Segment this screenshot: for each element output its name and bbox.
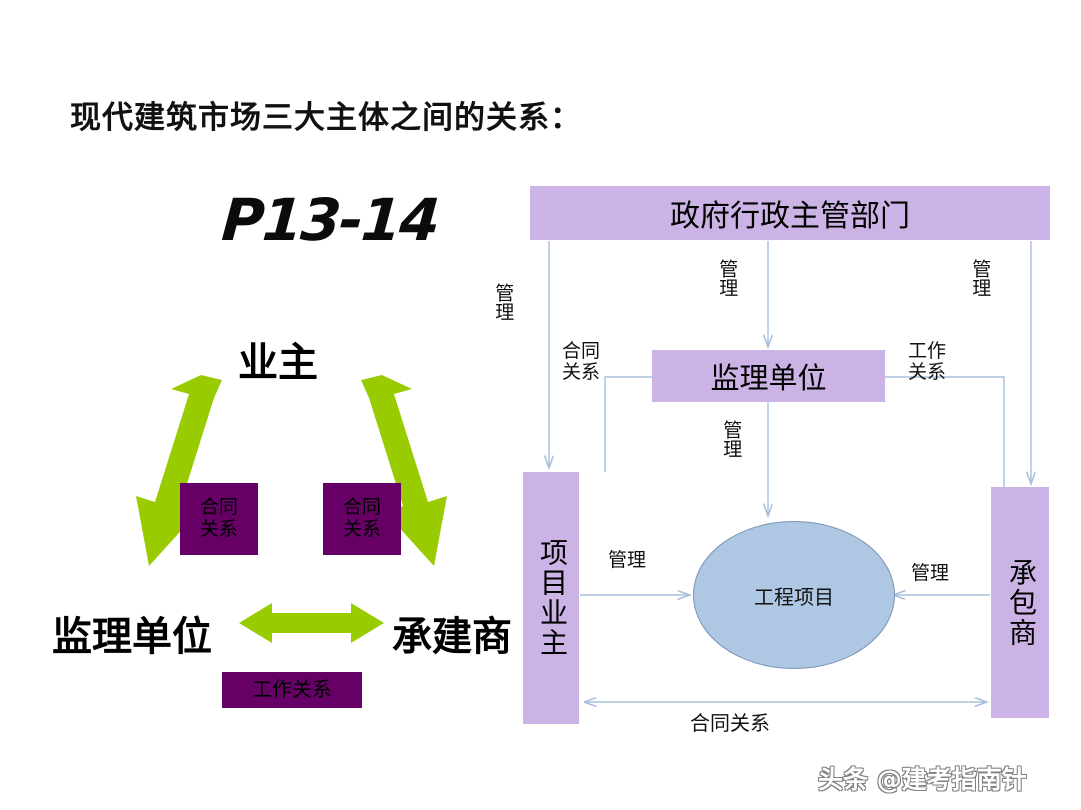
watermark: 头条 @建考指南针 <box>818 765 1027 794</box>
connector-supervisor-to-owner-contract <box>604 376 652 472</box>
arrow-supervisor-contractor <box>239 603 384 643</box>
edge-label-manage-left: 管理 <box>492 283 514 321</box>
flow-box-government: 政府行政主管部门 <box>530 186 1050 240</box>
edge-label-contract-relation: 合同 关系 <box>562 341 600 384</box>
tag-line-2: 关系 <box>199 519 238 540</box>
tag-line-2: 关系 <box>342 519 381 540</box>
triangle-node-supervisor: 监理单位 <box>52 614 212 660</box>
tag-line-1: 合同 <box>199 497 238 519</box>
flow-box-project-owner: 项目业主 <box>523 472 579 724</box>
edge-label-contract-bottom: 合同关系 <box>690 713 770 735</box>
edge-label-manage-owner-project: 管理 <box>608 550 647 571</box>
flow-box-supervisor: 监理单位 <box>652 350 885 402</box>
edge-label-manage-mid: 管理 <box>716 259 738 297</box>
flow-ellipse-project: 工程项目 <box>693 521 895 669</box>
triangle-tag-contract-left: 合同 关系 <box>180 483 258 555</box>
triangle-tag-work-relation: 工作关系 <box>222 672 362 708</box>
edge-label-manage-right: 管理 <box>969 259 991 297</box>
flow-box-contractor: 承包商 <box>991 487 1049 718</box>
edge-label-line-2: 关系 <box>562 362 601 384</box>
page-title: 现代建筑市场三大主体之间的关系： <box>70 100 582 135</box>
connector-supervisor-to-contractor-work <box>885 376 1005 487</box>
edge-label-manage-contractor-project: 管理 <box>911 563 950 584</box>
triangle-node-contractor: 承建商 <box>392 614 512 660</box>
tag-line-1: 合同 <box>342 497 381 519</box>
edge-label-line-2: 关系 <box>908 362 947 384</box>
edge-label-line-1: 工作 <box>908 341 947 362</box>
triangle-tag-contract-right: 合同 关系 <box>323 483 401 555</box>
edge-label-manage-supervisor-project: 管理 <box>720 420 742 458</box>
edge-label-line-1: 合同 <box>562 341 601 362</box>
page-reference-note: P13-14 <box>219 186 441 254</box>
triangle-node-owner: 业主 <box>238 340 318 386</box>
edge-label-work-relation: 工作 关系 <box>908 341 946 384</box>
